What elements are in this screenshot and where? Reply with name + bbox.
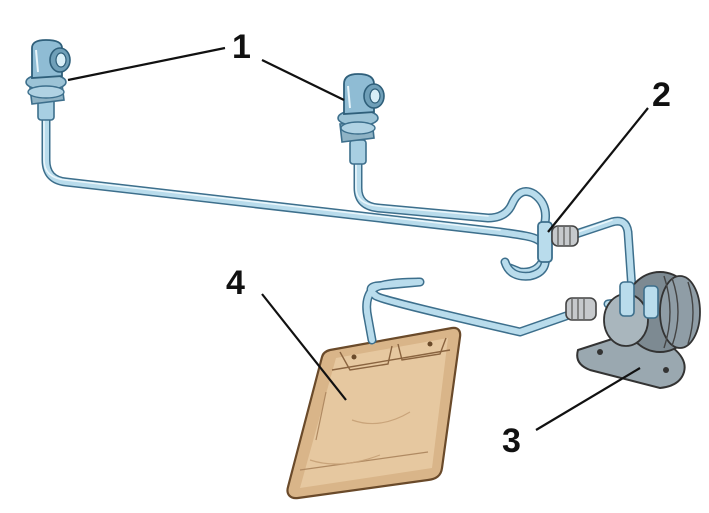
- callout-2: 2: [652, 76, 671, 114]
- hose-tee-connector: [537, 221, 579, 263]
- callout-4: 4: [226, 264, 245, 302]
- intake-filter: [286, 326, 462, 500]
- leader-lines: [67, 46, 649, 431]
- callout-3: 3: [502, 422, 521, 460]
- washer-nozzle-right: [337, 73, 385, 165]
- washer-nozzle-left: [25, 39, 71, 121]
- callout-1: 1: [232, 28, 251, 66]
- washer-pump: [565, 271, 701, 390]
